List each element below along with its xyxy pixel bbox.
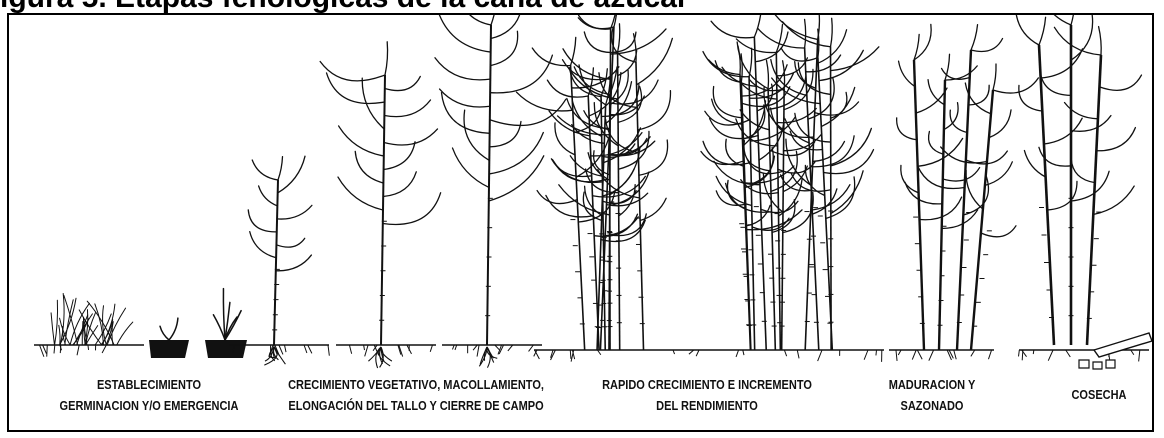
stage-label-maduracion: MADURACION Y SAZONADO bbox=[875, 375, 989, 417]
seedling-soil-block-drawing bbox=[149, 289, 247, 358]
stage-label-line: RAPIDO CRECIMIENTO E INCREMENTO bbox=[588, 375, 826, 396]
stage-label-line: GERMINACION Y/O EMERGENCIA bbox=[43, 396, 254, 417]
stage-label-line: ELONGACIÓN DEL TALLO Y CIERRE DE CAMPO bbox=[271, 396, 561, 417]
stage-label-crecimiento: CRECIMIENTO VEGETATIVO, MACOLLAMIENTO, E… bbox=[271, 375, 561, 417]
stage-label-line: ESTABLECIMIENTO bbox=[43, 375, 254, 396]
figure-frame: ESTABLECIMIENTO GERMINACION Y/O EMERGENC… bbox=[7, 13, 1154, 432]
mature-cane-clump-drawing bbox=[694, 15, 884, 362]
stage-label-line: DEL RENDIMIENTO bbox=[588, 396, 826, 417]
stage-label-rapido-crecimiento: RAPIDO CRECIMIENTO E INCREMENTO DEL REND… bbox=[588, 375, 826, 417]
stage-label-line: SAZONADO bbox=[875, 396, 989, 417]
stage-label-line: MADURACION Y bbox=[875, 375, 989, 396]
harvested-cane-drawing bbox=[1016, 15, 1152, 369]
stage-label-line: COSECHA bbox=[1055, 385, 1143, 406]
stage-label-cosecha: COSECHA bbox=[1055, 385, 1143, 406]
elongating-cane-drawing bbox=[320, 42, 441, 368]
grass-tuft-drawing bbox=[34, 293, 144, 356]
maturing-cane-drawing bbox=[889, 24, 1038, 361]
sugarcane-growth-illustration bbox=[9, 15, 1154, 432]
tall-cane-drawing bbox=[435, 15, 566, 368]
stage-label-establecimiento: ESTABLECIMIENTO GERMINACION Y/O EMERGENC… bbox=[43, 375, 254, 417]
young-cane-drawing bbox=[229, 156, 329, 365]
dense-cane-clump-drawing bbox=[517, 15, 694, 362]
stage-label-line: CRECIMIENTO VEGETATIVO, MACOLLAMIENTO, bbox=[271, 375, 561, 396]
